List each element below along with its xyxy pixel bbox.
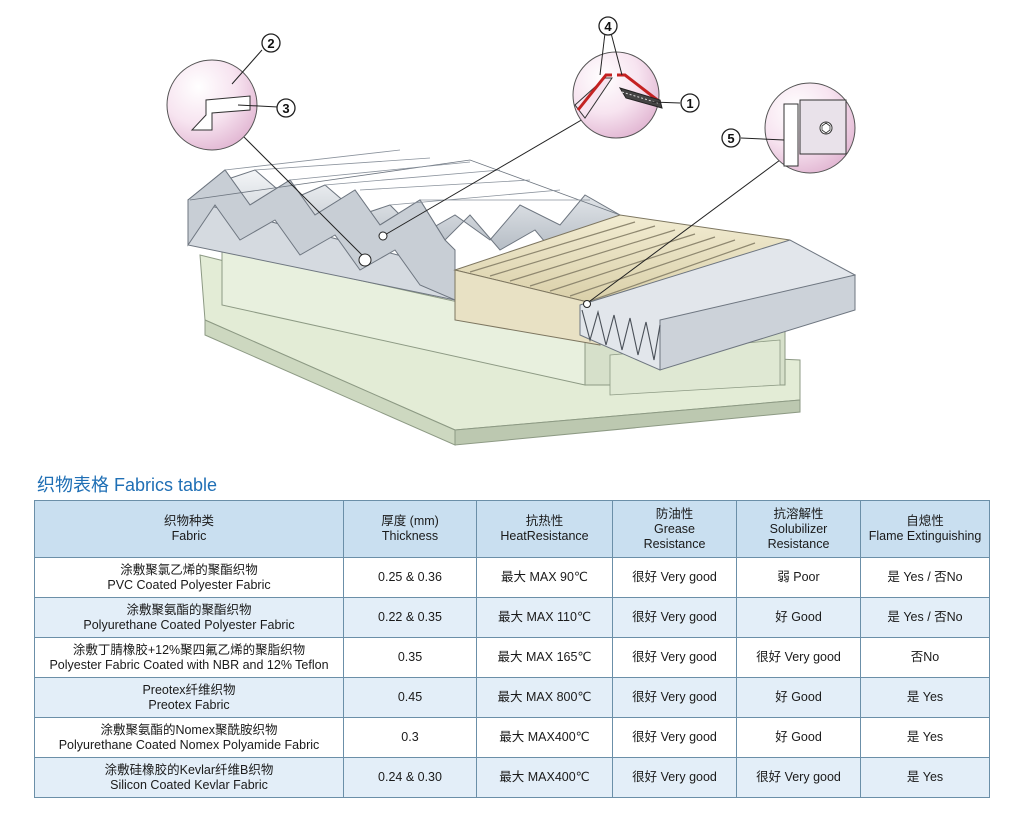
cell-thickness: 0.45 (343, 677, 477, 718)
leader-lines (243, 114, 781, 305)
cell-flame-extinguishing: 是 Yes (860, 757, 990, 798)
cell-solubilizer-resistance: 很好 Very good (736, 757, 861, 798)
header-fabric: 织物种类 Fabric (34, 500, 344, 558)
header-solubilizer-resistance: 抗溶解性 Solubilizer Resistance (736, 500, 861, 558)
detail-marker-2-3 (358, 253, 372, 267)
cell-flame-extinguishing: 是 Yes / 否No (860, 557, 990, 598)
cell-grease-resistance: 很好 Very good (612, 757, 737, 798)
cell-thickness: 0.3 (343, 717, 477, 758)
detail-marker-1-4 (378, 231, 388, 241)
detail-marker-5 (583, 300, 591, 308)
cell-heat-resistance: 最大 MAX400℃ (476, 757, 613, 798)
section-title: 织物表格 Fabrics table (37, 475, 218, 495)
table-header-row: 织物种类 Fabric 厚度 (mm) Thickness 抗热性 HeatRe… (34, 500, 990, 558)
cream-bellows (453, 214, 791, 346)
magnifier-detail-2-3 (166, 49, 279, 151)
cell-flame-extinguishing: 否No (860, 637, 990, 678)
magnifier-detail-5 (740, 82, 856, 174)
bellows-illustration: 2 3 4 1 5 (166, 16, 857, 446)
right-bellows (579, 239, 857, 371)
cell-heat-resistance: 最大 MAX 165℃ (476, 637, 613, 678)
cell-heat-resistance: 最大 MAX 90℃ (476, 557, 613, 598)
cell-heat-resistance: 最大 MAX 110℃ (476, 597, 613, 638)
cell-grease-resistance: 很好 Very good (612, 597, 737, 638)
cell-thickness: 0.24 & 0.30 (343, 757, 477, 798)
cell-flame-extinguishing: 是 Yes / 否No (860, 597, 990, 638)
cell-solubilizer-resistance: 很好 Very good (736, 637, 861, 678)
cell-heat-resistance: 最大 MAX 800℃ (476, 677, 613, 718)
left-bellows (187, 149, 621, 301)
cell-heat-resistance: 最大 MAX400℃ (476, 717, 613, 758)
fabrics-table: 织物种类 Fabric 厚度 (mm) Thickness 抗热性 HeatRe… (34, 500, 990, 798)
header-grease-resistance: 防油性 Grease Resistance (612, 500, 737, 558)
cell-solubilizer-resistance: 好 Good (736, 717, 861, 758)
callout-3: 3 (282, 101, 289, 116)
cell-grease-resistance: 很好 Very good (612, 677, 737, 718)
cell-flame-extinguishing: 是 Yes (860, 677, 990, 718)
callout-1: 1 (686, 96, 693, 111)
cell-grease-resistance: 很好 Very good (612, 637, 737, 678)
header-heat-resistance: 抗热性 HeatResistance (476, 500, 613, 558)
cell-solubilizer-resistance: 好 Good (736, 677, 861, 718)
cell-thickness: 0.22 & 0.35 (343, 597, 477, 638)
cell-thickness: 0.25 & 0.36 (343, 557, 477, 598)
cell-grease-resistance: 很好 Very good (612, 557, 737, 598)
header-thickness: 厚度 (mm) Thickness (343, 500, 477, 558)
cell-solubilizer-resistance: 弱 Poor (736, 557, 861, 598)
cell-thickness: 0.35 (343, 637, 477, 678)
callout-5: 5 (727, 131, 734, 146)
cell-flame-extinguishing: 是 Yes (860, 717, 990, 758)
magnifier-detail-1-4 (572, 32, 681, 139)
callout-4: 4 (604, 19, 612, 34)
cell-grease-resistance: 很好 Very good (612, 717, 737, 758)
callout-2: 2 (267, 36, 274, 51)
cell-solubilizer-resistance: 好 Good (736, 597, 861, 638)
header-flame-extinguishing: 自熄性 Flame Extinguishing (860, 500, 990, 558)
